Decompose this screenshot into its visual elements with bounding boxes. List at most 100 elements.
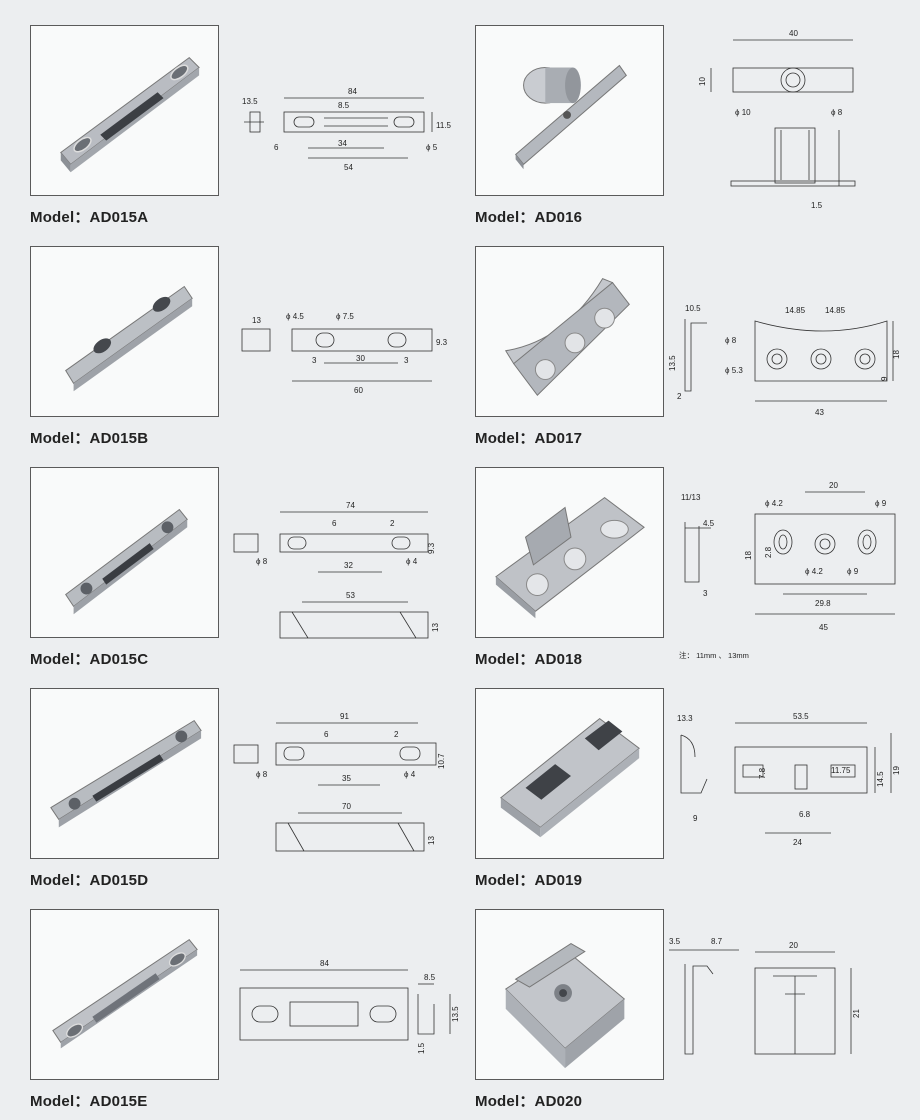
dim-overall-height: 18 <box>744 551 753 560</box>
dim-span-right: 14.85 <box>825 306 846 315</box>
technical-drawing: 84 8.5 13.5 1.5 <box>228 904 460 1080</box>
model-label: Model：AD015E <box>30 1093 148 1110</box>
dim-note: 注： 11mm 、 13mm <box>679 650 749 660</box>
dimension-drawing-ad015b: 13 ϕ 4.5 ϕ 7.5 9.3 3 30 3 60 <box>241 312 448 395</box>
dimension-drawing-ad015d: 91 6 2 10.7 ϕ 8 35 ϕ 4 70 13 <box>233 712 446 852</box>
technical-drawing: 91 6 2 10.7 ϕ 8 35 ϕ 4 70 13 <box>228 683 454 859</box>
dim-side-width: 8.5 <box>424 973 436 982</box>
strike-plate-photo <box>65 285 193 392</box>
dim-edge: 2 <box>394 730 399 739</box>
dim-side-height: 13.5 <box>242 97 258 106</box>
dim-hole-b: ϕ 9 <box>875 499 887 508</box>
dim-height: 9.3 <box>427 542 436 554</box>
dim-hole-big: ϕ 8 <box>256 557 268 566</box>
dim-span: 29.8 <box>815 599 831 608</box>
dim-hole-c: ϕ 4.2 <box>805 567 823 576</box>
technical-drawing: 3.5 8.7 20 21 <box>655 904 901 1080</box>
dim-total: 53.5 <box>793 712 809 721</box>
dim-off-right: 3 <box>404 356 409 365</box>
model-label: Model：AD015B <box>30 430 149 447</box>
dim-edge-height: 9 <box>880 376 889 381</box>
dim-height: 13.5 <box>668 355 677 371</box>
dim-total: 60 <box>354 386 363 395</box>
model-label: Model：AD015A <box>30 209 149 226</box>
product-ad015e: 84 8.5 13.5 1.5 Model：AD015E <box>0 884 460 1110</box>
product-photo <box>30 25 219 196</box>
dim-total: 84 <box>348 87 357 96</box>
dim-total: 74 <box>346 501 355 510</box>
product-photo <box>475 688 664 859</box>
dim-side-height: 13 <box>427 836 436 845</box>
model-label: Model：AD020 <box>475 1093 583 1110</box>
strike-plate-photo <box>52 938 198 1049</box>
dim-hole-small: ϕ 4 <box>404 770 416 779</box>
dim-total: 84 <box>320 959 329 968</box>
dim-height: 10.7 <box>437 753 446 769</box>
dim-inner: 32 <box>344 561 353 570</box>
product-ad015b: 13 ϕ 4.5 ϕ 7.5 9.3 3 30 3 60 Model：AD015… <box>0 221 460 447</box>
product-photo <box>475 467 664 638</box>
dim-height: 11.5 <box>436 121 452 130</box>
keeper-block-photo <box>500 718 640 838</box>
product-photo <box>30 467 219 638</box>
dim-hole-d: ϕ 9 <box>847 567 859 576</box>
strike-plate-photo <box>60 56 200 173</box>
dim-plate: 1.5 <box>811 201 823 210</box>
dim-hole-big: ϕ 7.5 <box>336 312 354 321</box>
product-photo <box>30 909 219 1080</box>
dim-side-span: 70 <box>342 802 351 811</box>
dimension-drawing-ad016: 40 10 ϕ 10 ϕ 8 1.5 <box>698 29 856 210</box>
dimension-drawing-ad015e: 84 8.5 13.5 1.5 <box>239 959 460 1054</box>
model-label: Model：AD018 <box>475 651 583 668</box>
dim-inner: 34 <box>338 139 347 148</box>
product-photo <box>475 25 664 196</box>
product-ad015c: 74 6 2 9.3 ϕ 8 32 ϕ 4 53 13 Model：AD015C <box>0 442 460 668</box>
dim-total: 43 <box>815 408 824 417</box>
product-photo <box>30 688 219 859</box>
dim-center: 8.5 <box>338 101 350 110</box>
dim-thickness: 11/13 <box>681 493 701 502</box>
dim-window-width: 11.75 <box>831 766 851 775</box>
dim-plate: 2 <box>677 392 682 401</box>
model-label: Model：AD017 <box>475 430 583 447</box>
model-label: Model：AD016 <box>475 209 583 226</box>
dim-base: 3 <box>703 589 708 598</box>
dim-gap: 20 <box>829 481 838 490</box>
dimension-drawing-ad019: 13.3 53.5 7.8 11.75 14.5 19 6.8 9 24 <box>677 712 901 847</box>
model-label: Model：AD015D <box>30 872 149 889</box>
product-photo <box>475 909 664 1080</box>
dim-left-offset: 6 <box>274 143 279 152</box>
product-ad015d: 91 6 2 10.7 ϕ 8 35 ϕ 4 70 13 Model：AD015… <box>0 663 460 889</box>
dim-overall-height: 19 <box>892 766 901 775</box>
dim-edge: 2 <box>390 519 395 528</box>
dim-side-width: 13 <box>252 316 261 325</box>
dim-slot-span: 54 <box>344 163 353 172</box>
product-ad015a: 84 8.5 13.5 11.5 6 34 54 ϕ 5 Model：AD015… <box>0 0 460 226</box>
dim-inner: 35 <box>342 774 351 783</box>
product-photo <box>30 246 219 417</box>
dim-side-width: 13.3 <box>677 714 693 723</box>
dim-center: 30 <box>356 354 365 363</box>
dim-span-left: 14.85 <box>785 306 806 315</box>
dim-hole-inner: ϕ 5.3 <box>725 366 743 375</box>
dim-hole-inner: ϕ 8 <box>831 108 843 117</box>
dim-window-height: 7.8 <box>758 767 767 779</box>
dim-side-height: 13.5 <box>451 1006 460 1022</box>
dim-center: 6 <box>324 730 329 739</box>
technical-drawing: 13 ϕ 4.5 ϕ 7.5 9.3 3 30 3 60 <box>228 241 454 417</box>
dim-total: 45 <box>819 623 828 632</box>
bracket-photo <box>504 943 626 1069</box>
dim-width: 40 <box>789 29 798 38</box>
dimension-drawing-ad020: 3.5 8.7 20 21 <box>669 937 861 1055</box>
dim-lip: 4.5 <box>703 519 715 528</box>
technical-drawing: 13.3 53.5 7.8 11.75 14.5 19 6.8 9 24 <box>655 683 901 859</box>
dim-side-span: 53 <box>346 591 355 600</box>
dim-lip: 3.5 <box>669 937 681 946</box>
technical-drawing: 84 8.5 13.5 11.5 6 34 54 ϕ 5 <box>228 20 454 196</box>
dim-width: 20 <box>789 941 798 950</box>
dim-off-left: 3 <box>312 356 317 365</box>
product-ad018: 11/13 4.5 ϕ 4.2 20 ϕ 9 18 2.8 ϕ 4.2 ϕ 9 … <box>445 442 905 668</box>
dim-height: 21 <box>852 1009 861 1018</box>
dimension-drawing-ad015a: 84 8.5 13.5 11.5 6 34 54 ϕ 5 <box>242 87 452 172</box>
dim-side-height: 13 <box>431 623 440 632</box>
